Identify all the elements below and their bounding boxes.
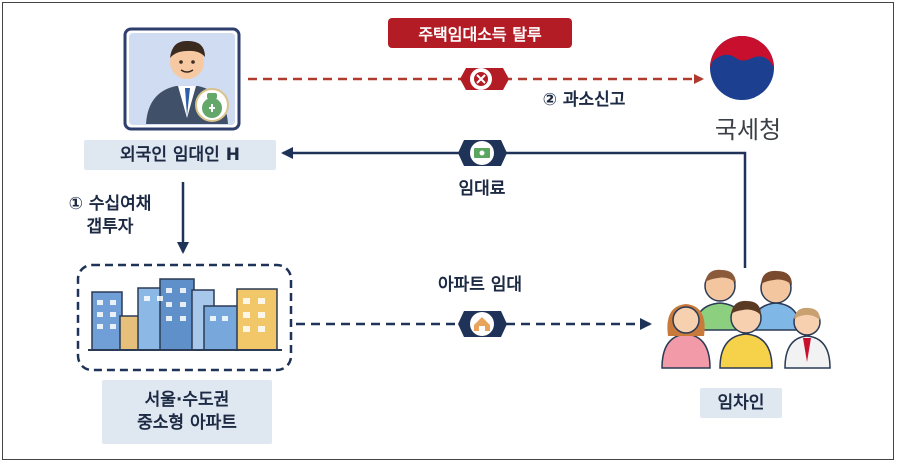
money-bag-icon [195, 88, 229, 122]
gap-investment-line-1: ① 수십여채 [68, 194, 152, 215]
tenants-icon [661, 269, 831, 369]
rent-label: 임대료 [458, 178, 506, 199]
apartment-label-line-2: 중소형 아파트 [137, 413, 237, 433]
rent-payment-arrow [281, 147, 747, 268]
nts-logo-text: 국세청 [714, 115, 782, 144]
gap-investment-line-2: 갭투자 [86, 217, 134, 237]
apartment-label-line-1: 서울·수도권 [144, 390, 230, 411]
tax-evasion-badge: 주택임대소득 탈루 [388, 18, 572, 48]
gap-investment-label: ① 수십여채 갭투자 [40, 188, 180, 244]
landlord-label: 외국인 임대인 H [84, 140, 276, 170]
cash-icon [458, 140, 507, 166]
blocked-icon [460, 68, 509, 90]
house-rent-icon [458, 311, 507, 337]
underreport-label: ② 과소신고 [542, 89, 626, 110]
tenant-label: 임차인 [700, 388, 782, 418]
apartment-label: 서울·수도권 중소형 아파트 [102, 380, 272, 444]
lease-label: 아파트 임대 [437, 274, 523, 295]
government-logo [710, 36, 774, 100]
apartment-buildings-icon [88, 278, 282, 351]
